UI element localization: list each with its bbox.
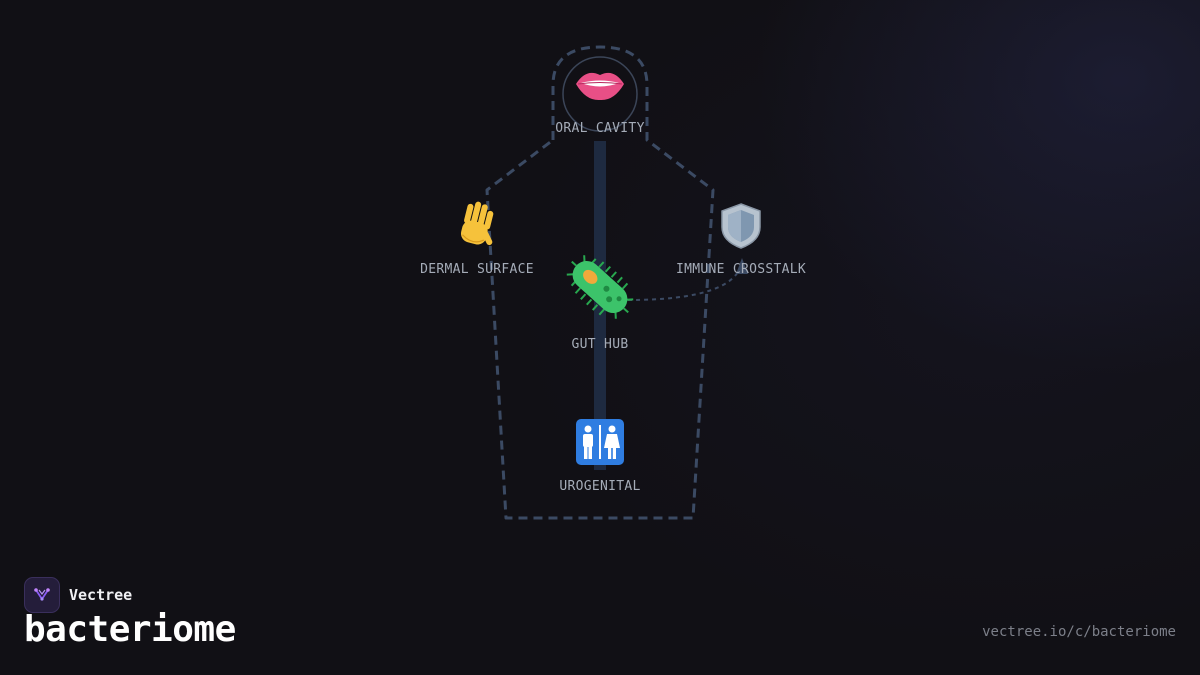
urogenital-label: UROGENITAL <box>559 479 641 494</box>
shield-icon <box>721 203 761 249</box>
vectree-logo-icon <box>24 577 60 613</box>
page-url[interactable]: vectree.io/c/bacteriome <box>982 624 1176 640</box>
immune-link-arrow <box>736 258 748 274</box>
gut-immune-link <box>627 261 743 301</box>
gut-hub-label: GUT HUB <box>571 337 629 352</box>
raised-hand-icon <box>460 201 494 246</box>
brand-name: Vectree <box>69 586 133 604</box>
lips-icon <box>576 72 624 101</box>
immune-crosstalk-label: IMMUNE CROSSTALK <box>675 262 807 277</box>
brand[interactable]: Vectree <box>24 577 132 613</box>
body-outline <box>485 45 715 520</box>
oral-node-ring <box>562 56 638 132</box>
page-title: bacteriome <box>24 609 236 650</box>
oral-cavity-label: ORAL CAVITY <box>555 121 645 136</box>
dermal-surface-label: DERMAL SURFACE <box>420 262 534 277</box>
microbe-icon <box>566 255 634 319</box>
restroom-icon <box>576 419 624 465</box>
